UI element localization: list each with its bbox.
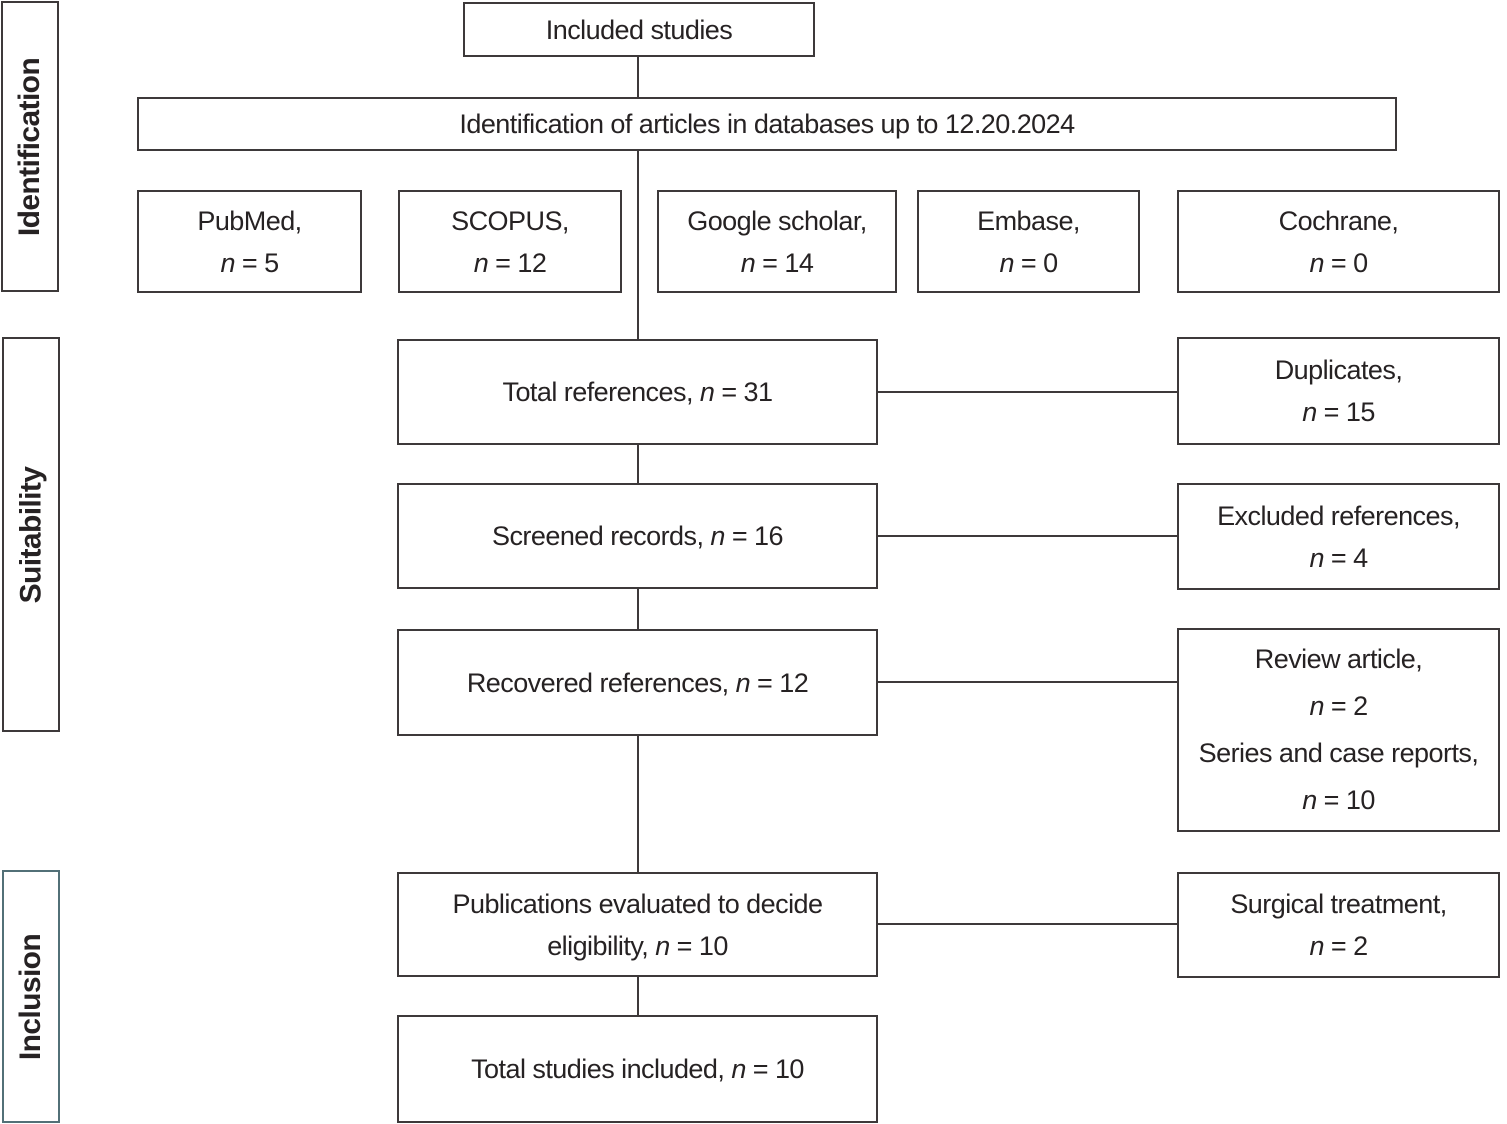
connector-recovered-to-publications — [637, 736, 639, 872]
database-box-embase: Embase, n = 0 — [917, 190, 1140, 293]
embase-label: Embase, — [977, 205, 1080, 236]
connector-publications-to-surgical — [878, 923, 1177, 925]
review-article-label: Review article, — [1254, 644, 1423, 674]
stage-label-suitability: Suitability — [2, 337, 60, 732]
database-box-pubmed: PubMed, n = 5 — [137, 190, 362, 293]
duplicates-count: n = 15 — [1302, 397, 1375, 427]
surgical-treatment-label: Surgical treatment, — [1230, 889, 1447, 919]
review-and-series-box: Review article, n = 2 Series and case re… — [1177, 628, 1500, 832]
review-article-count: n = 2 — [1309, 691, 1368, 721]
excluded-references-box: Excluded references, n = 4 — [1177, 483, 1500, 590]
connector-screened-to-recovered — [637, 589, 639, 629]
scopus-count: n = 12 — [473, 247, 547, 278]
database-box-google-scholar: Google scholar, n = 14 — [657, 190, 897, 293]
series-case-reports-count: n = 10 — [1302, 785, 1375, 815]
series-case-reports-label: Series and case reports, — [1198, 738, 1479, 768]
identification-banner-text: Identification of articles in databases … — [459, 109, 1075, 139]
connector-total-to-duplicates — [878, 391, 1177, 393]
connector-included-to-banner — [637, 57, 639, 97]
identification-banner-box: Identification of articles in databases … — [137, 97, 1397, 151]
stage-label-identification-text: Identification — [13, 57, 47, 236]
screened-records-text: Screened records, n = 16 — [492, 521, 784, 551]
scopus-label: SCOPUS, — [451, 205, 569, 236]
cochrane-count: n = 0 — [1309, 247, 1368, 278]
included-studies-text: Included studies — [545, 14, 733, 45]
total-references-text: Total references, n = 31 — [502, 377, 774, 407]
google-scholar-label: Google scholar, — [687, 205, 867, 236]
stage-label-inclusion: Inclusion — [2, 870, 60, 1123]
publications-evaluated-line1: Publications evaluated to decide — [452, 888, 824, 919]
connector-banner-to-total-references — [637, 151, 639, 339]
duplicates-box: Duplicates, n = 15 — [1177, 337, 1500, 445]
surgical-treatment-box: Surgical treatment, n = 2 — [1177, 872, 1500, 978]
connector-screened-to-excluded — [878, 535, 1177, 537]
google-scholar-count: n = 14 — [740, 247, 814, 278]
total-studies-included-box: Total studies included, n = 10 — [397, 1015, 878, 1123]
stage-label-suitability-text: Suitability — [14, 466, 47, 603]
connector-total-to-screened — [637, 445, 639, 483]
database-box-cochrane: Cochrane, n = 0 — [1177, 190, 1500, 293]
cochrane-label: Cochrane, — [1278, 205, 1399, 236]
surgical-treatment-count: n = 2 — [1309, 931, 1368, 961]
recovered-references-box: Recovered references, n = 12 — [397, 629, 878, 736]
included-studies-box: Included studies — [463, 2, 815, 57]
recovered-references-text: Recovered references, n = 12 — [466, 667, 809, 698]
database-box-scopus: SCOPUS, n = 12 — [398, 190, 622, 293]
embase-count: n = 0 — [999, 247, 1058, 278]
connector-publications-to-total-included — [637, 977, 639, 1015]
publications-evaluated-box: Publications evaluated to decide eligibi… — [397, 872, 878, 977]
connector-recovered-to-review — [878, 681, 1177, 683]
excluded-references-label: Excluded references, — [1217, 500, 1460, 531]
publications-evaluated-line2: eligibility, n = 10 — [547, 930, 728, 961]
excluded-references-count: n = 4 — [1309, 542, 1368, 573]
total-studies-included-text: Total studies included, n = 10 — [471, 1054, 804, 1084]
stage-label-identification: Identification — [1, 1, 59, 292]
stage-label-inclusion-text: Inclusion — [14, 933, 47, 1060]
screened-records-box: Screened records, n = 16 — [397, 483, 878, 589]
total-references-box: Total references, n = 31 — [397, 339, 878, 445]
pubmed-label: PubMed, — [197, 205, 302, 236]
pubmed-count: n = 5 — [220, 247, 279, 278]
duplicates-label: Duplicates, — [1274, 355, 1403, 385]
